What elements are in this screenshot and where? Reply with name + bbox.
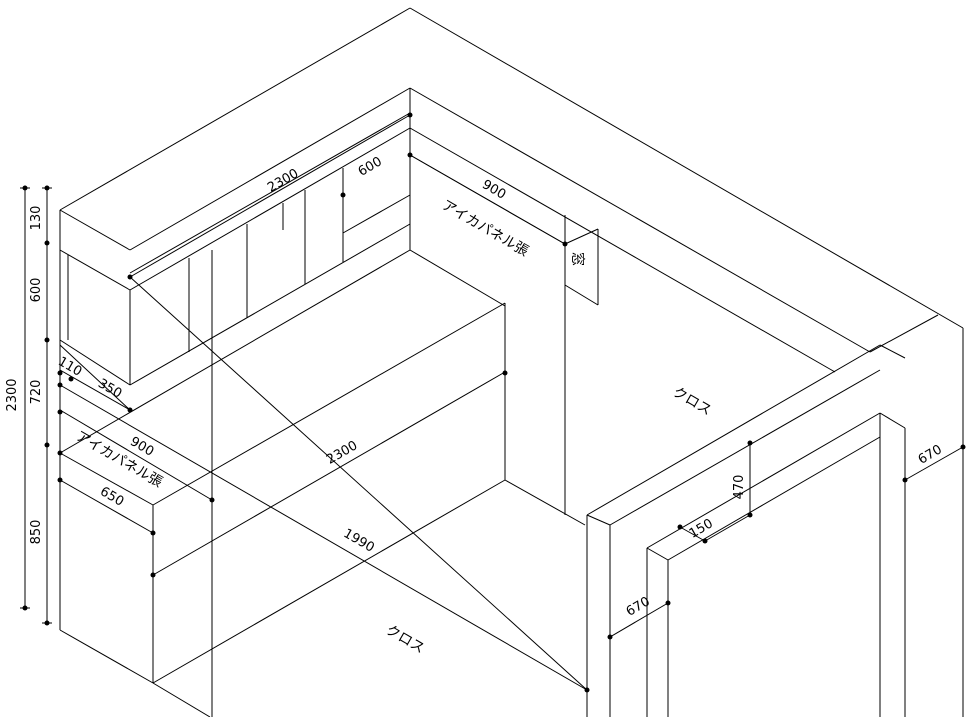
note-panel-upper: アイカパネル張 [439, 197, 531, 260]
note-window: 窓 [569, 252, 586, 266]
dim-top-900: 900 [479, 177, 508, 202]
dim-v-720: 720 [29, 380, 44, 405]
dim-v-130: 130 [29, 206, 44, 231]
dim-counter-2300: 2300 [324, 438, 360, 468]
note-cloth-floor: クロス [383, 622, 427, 657]
dim-top-600: 600 [356, 154, 385, 179]
dim-door-670-top: 670 [624, 594, 653, 619]
line-work [20, 7, 964, 718]
dim-v-850: 850 [29, 520, 44, 545]
dim-v-total: 2300 [5, 378, 20, 411]
dim-v-600: 600 [29, 278, 44, 303]
note-cloth-wall: クロス [670, 384, 714, 419]
dimension-points [22, 112, 966, 693]
dim-door-670-right: 670 [916, 442, 945, 467]
dim-door-470: 470 [732, 475, 747, 500]
dim-floor-1990: 1990 [341, 526, 377, 556]
dim-top-2300: 2300 [265, 166, 301, 196]
